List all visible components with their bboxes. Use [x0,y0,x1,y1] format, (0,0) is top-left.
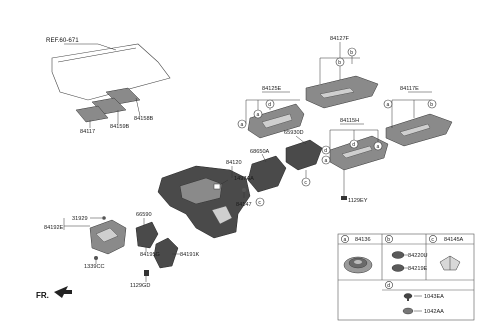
callout-c [301,177,311,187]
legend-b-circle [385,235,393,243]
callout-letter: c [304,180,307,186]
callout-a-84125e [237,119,247,129]
floor-pad-84127f: 84127F b b [305,36,379,109]
callout-b-84117e [427,99,437,109]
callout-letter: c [258,200,261,206]
callout-letter: b [338,60,341,66]
label-84125e: 84125E [262,86,282,92]
legend-c-circle [429,235,437,243]
callout-letter: d [324,148,327,154]
callout-a-84115h-2 [373,141,383,151]
pad-84117 [75,105,109,123]
clip-1497aa [213,183,221,190]
legend-a-part: 84136 [355,237,371,243]
front-arrow-icon [54,286,72,298]
legend-table: a 84136 b 84220U 84219E c 84145A d 1043E… [337,233,475,321]
legend-letter: d [387,283,390,289]
callout-letter: a [241,122,244,128]
label-84159b: 84159B [110,124,130,130]
callout-letter: b [350,50,353,56]
label-84195g: 84195G [140,252,160,258]
legend-d-part2: 1042AA [424,309,444,315]
label-84191k: 84191K [180,252,200,258]
label-84192e: 84192E [44,225,64,231]
label-84127f: 84127F [330,36,350,42]
bolt-1129gd [144,270,149,276]
fr-label: FR. [36,291,49,300]
pad-84191k [153,237,179,269]
legend-border [337,233,475,321]
floor-pad-84117e: 84117E a b [383,86,453,147]
callout-letter: a [377,144,380,150]
dash-insulator-84120: 84120 1497AA 84147 c [157,160,265,239]
label-65930d: 65930D [284,130,304,136]
callout-a-84125e-2 [253,109,263,119]
roof-panel-group: REF.60-671 [46,37,171,101]
label-84147: 84147 [236,202,252,208]
label-1339cc: 1339CC [84,264,105,270]
label-68650a: 68650A [250,149,270,155]
pad-68650a [247,155,287,193]
label-66590: 66590 [136,212,152,218]
floor-pad-84115h: 84115H d a d a 1129EY [321,118,389,204]
lower-left-parts: 31929 84192E 66590 84195G 84191K 1339CC … [44,212,200,289]
callout-b-84127f-2 [347,47,357,57]
callout-letter: a [257,112,260,118]
grommet-1339cc [94,256,98,260]
legend-d-part1: 1043EA [424,294,444,300]
fastener-84147 [242,188,246,192]
label-31929: 31929 [72,216,88,222]
callout-d-84115h-2 [349,139,359,149]
floor-pad-84125e: 84125E a a d [237,86,305,139]
label-1129ey: 1129EY [348,198,368,204]
callout-a-84117e [383,99,393,109]
headliner-pads: 84158B 84159B 84117 [75,87,154,135]
callout-letter: d [268,102,271,108]
bolt-1129ey [341,196,347,200]
callout-letter: b [430,102,433,108]
callout-d-84115h [321,145,331,155]
label-84117e: 84117E [400,86,419,92]
legend-a-circle [341,235,349,243]
label-84115h: 84115H [340,118,359,124]
legend-b-part2: 84219E [408,266,428,272]
plug-84220u [391,251,405,259]
legend-b-part1: 84220U [408,253,428,259]
callout-letter: a [387,102,390,108]
callout-b-84127f [335,57,345,67]
label-1129gd: 1129GD [130,283,150,289]
pad-84195g [135,221,159,249]
callout-d-84125e [265,99,275,109]
callout-letter: d [352,142,355,148]
ref-label: REF.60-671 [46,37,79,44]
label-84158b: 84158B [134,116,154,122]
label-84120: 84120 [226,160,242,166]
tunnel-pads: 65930D 68650A c [247,130,323,193]
callout-a-84115h [321,155,331,165]
pad-65930d [285,139,323,171]
label-84117: 84117 [80,129,95,135]
callout-c-dash [255,197,265,207]
front-direction: FR. [36,286,72,300]
legend-letter: c [431,237,434,243]
fastener-1042aa [402,307,414,315]
label-1497aa: 1497AA [234,176,254,182]
clip-31929 [102,216,106,220]
legend-d-circle [385,281,393,289]
plug-84219e [391,264,405,272]
legend-letter: b [387,237,390,243]
callout-letter: a [325,158,328,164]
legend-letter: a [344,237,347,243]
legend-c-part: 84145A [444,237,464,243]
